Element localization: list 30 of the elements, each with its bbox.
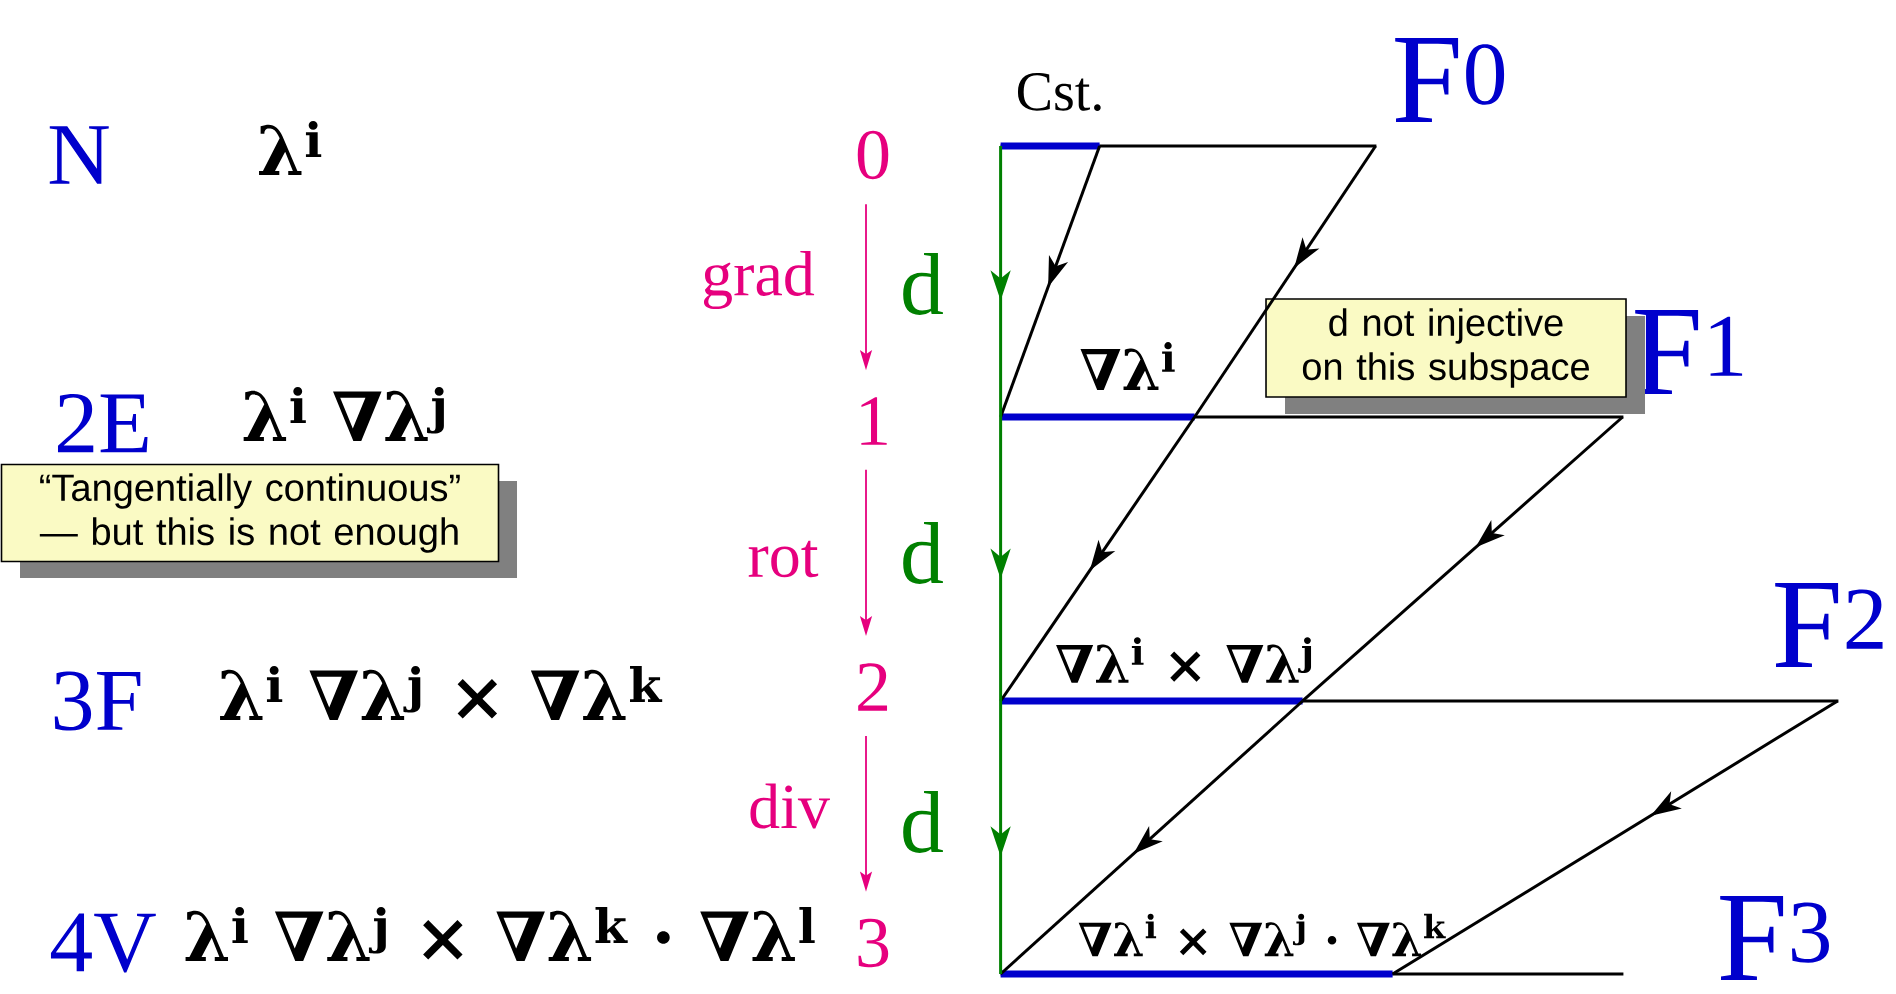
differential-symbol: d	[903, 522, 943, 584]
differential-symbol: d	[903, 253, 943, 315]
degree-number: 2	[858, 663, 888, 711]
subspace-label: Cst.	[1017, 73, 1101, 111]
subspace-label: ∇λ$^{i}$ × ∇λ$^{j}$ · ∇λ$^{k}$	[1078, 913, 1446, 957]
arrow	[1391, 699, 1839, 976]
formula: λ$^{i}$	[259, 120, 322, 176]
arrow	[1301, 415, 1624, 703]
cell-count: N	[49, 126, 109, 184]
edge-label: div	[746, 781, 832, 831]
formula: λ$^{i}$ ∇λ$^{j}$ × ∇λ$^{k}$ · ∇λ$^{l}$	[185, 906, 815, 962]
degree-number: 0	[857, 130, 889, 180]
differential-symbol: d	[903, 791, 943, 853]
arrow	[999, 416, 1196, 702]
edge-label: rot	[745, 538, 821, 580]
formula: λ$^{i}$ ∇λ$^{j}$ × ∇λ$^{k}$	[220, 665, 663, 721]
arrow	[999, 145, 1101, 418]
edge-label: grad	[699, 248, 817, 312]
subspace-label: ∇λ$^{i}$ × ∇λ$^{j}$	[1056, 637, 1312, 683]
note-box: “Tangentially continuous” — but this is not enough	[0, 463, 517, 578]
cell-count: 4V	[50, 913, 156, 973]
arrow	[999, 699, 1304, 976]
degree-number: 3	[858, 918, 889, 968]
arrow	[1193, 145, 1377, 418]
subspace-label: ∇λ$^{i}$	[1080, 342, 1175, 390]
space-label: F$^{3}$	[1720, 896, 1829, 980]
space-label: F$^{2}$	[1775, 583, 1883, 667]
space-label: F$^{0}$	[1395, 38, 1505, 122]
degree-number: 1	[861, 397, 887, 445]
cell-count: 3F	[54, 671, 141, 731]
